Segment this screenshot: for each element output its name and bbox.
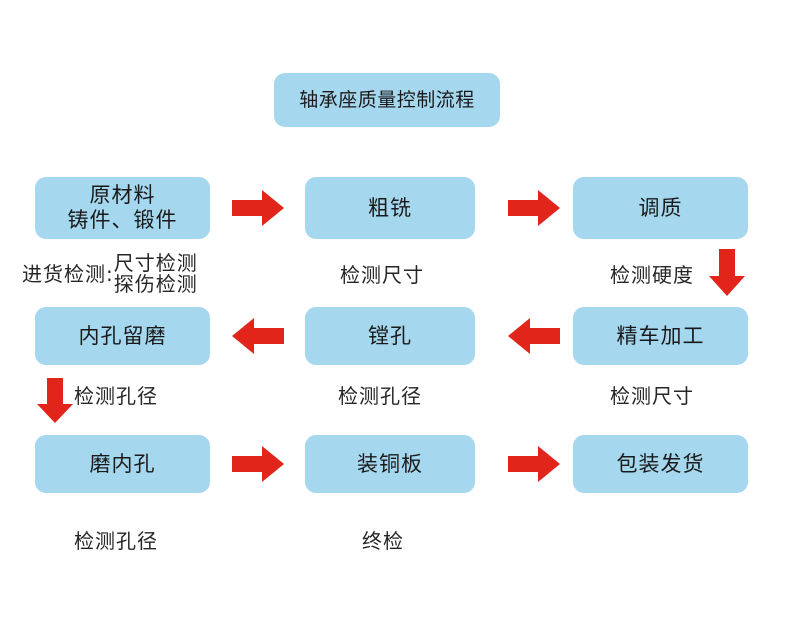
- node-rough-milling: 粗铣: [305, 177, 475, 239]
- caption-incoming-inspection-line2: 探伤检测: [113, 272, 198, 296]
- caption-incoming-inspection-line1: 尺寸检测: [113, 251, 198, 275]
- caption-check-dimension-1-label: 检测尺寸: [340, 263, 424, 287]
- caption-check-bore-diameter-2-label: 检测孔径: [338, 384, 422, 408]
- node-boring-label: 镗孔: [368, 323, 412, 348]
- node-bore-reserve-grind: 内孔留磨: [35, 307, 210, 365]
- node-grind-inner-hole-label: 磨内孔: [89, 451, 156, 476]
- caption-check-bore-diameter-1-label: 检测孔径: [74, 384, 158, 408]
- caption-check-dimension-2-label: 检测尺寸: [610, 384, 694, 408]
- arrow-rough-to-quench-icon: [508, 190, 560, 226]
- node-quench-temper: 调质: [573, 177, 748, 239]
- node-quench-temper-label: 调质: [638, 195, 683, 220]
- node-finish-turning: 精车加工: [573, 307, 748, 365]
- arrow-finish-turning-to-boring-icon: [508, 318, 560, 354]
- node-bore-reserve-grind-label: 内孔留磨: [78, 323, 167, 348]
- arrow-raw-to-rough-icon: [232, 190, 284, 226]
- node-packaging-shipping: 包装发货: [573, 435, 748, 493]
- node-packaging-shipping-label: 包装发货: [616, 451, 705, 476]
- caption-final-inspection-label: 终检: [362, 529, 404, 553]
- arrow-copper-plate-to-packaging-icon: [508, 446, 560, 482]
- node-boring: 镗孔: [305, 307, 475, 365]
- caption-check-bore-diameter-1: 检测孔径: [74, 385, 158, 407]
- node-rough-milling-label: 粗铣: [368, 195, 412, 220]
- node-install-copper-plate-label: 装铜板: [357, 451, 423, 476]
- arrow-grind-to-copper-plate-icon: [232, 446, 284, 482]
- node-install-copper-plate: 装铜板: [305, 435, 475, 493]
- node-grind-inner-hole: 磨内孔: [35, 435, 210, 493]
- caption-check-bore-diameter-3: 检测孔径: [74, 530, 158, 552]
- caption-check-hardness: 检测硬度: [610, 264, 694, 286]
- node-raw-material-line1: 原材料: [89, 183, 156, 208]
- caption-final-inspection: 终检: [362, 530, 404, 552]
- caption-check-dimension-2: 检测尺寸: [610, 385, 694, 407]
- arrow-quench-to-finish-turning-icon: [709, 249, 745, 296]
- caption-check-hardness-label: 检测硬度: [610, 263, 694, 287]
- caption-check-bore-diameter-2: 检测孔径: [338, 385, 422, 407]
- node-title-label: 轴承座质量控制流程: [299, 88, 475, 111]
- arrow-boring-to-bore-reserve-icon: [232, 318, 284, 354]
- node-finish-turning-label: 精车加工: [616, 323, 705, 348]
- node-raw-material-line2: 铸件、锻件: [67, 208, 178, 232]
- caption-check-dimension-1: 检测尺寸: [340, 264, 424, 286]
- arrow-bore-reserve-to-grind-icon: [37, 378, 73, 423]
- caption-check-bore-diameter-3-label: 检测孔径: [74, 529, 158, 553]
- node-title-box: 轴承座质量控制流程: [274, 73, 500, 127]
- node-raw-material: 原材料 铸件、锻件: [35, 177, 210, 239]
- caption-incoming-inspection-label: 进货检测:: [22, 262, 114, 286]
- caption-incoming-inspection: 进货检测: 尺寸检测 探伤检测: [22, 253, 198, 295]
